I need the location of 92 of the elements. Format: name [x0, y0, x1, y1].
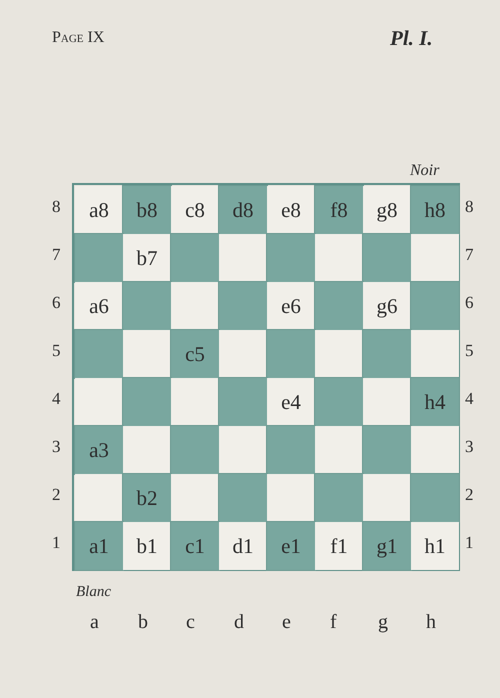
- board-square: [363, 378, 411, 426]
- board-square: [411, 234, 459, 282]
- board-square: b8: [123, 186, 171, 234]
- board-square: [219, 330, 267, 378]
- board-square: [219, 234, 267, 282]
- board-square: [411, 426, 459, 474]
- board-square: [171, 426, 219, 474]
- board-square: [267, 234, 315, 282]
- rank-number: 3: [465, 438, 474, 455]
- board-square: f8: [315, 186, 363, 234]
- board-square: [171, 234, 219, 282]
- board-square: [411, 474, 459, 522]
- board-square: a8: [75, 186, 123, 234]
- side-label: Blanc: [76, 585, 111, 600]
- board-square: h8: [411, 186, 459, 234]
- rank-number: 3: [52, 438, 60, 455]
- rank-number: 7: [465, 246, 474, 263]
- board-square: a3: [75, 426, 123, 474]
- board-square: [315, 234, 363, 282]
- board-square: [315, 282, 363, 330]
- board-square: h1: [411, 522, 459, 570]
- side-label: Noir: [410, 163, 440, 179]
- board-square: h4: [411, 378, 459, 426]
- board-square: [267, 474, 315, 522]
- board-square: e1: [267, 522, 315, 570]
- page-number: Page IX: [52, 30, 104, 46]
- rank-number: 6: [52, 294, 60, 311]
- board-square: c5: [171, 330, 219, 378]
- board-square: [171, 474, 219, 522]
- file-letter: c: [186, 612, 195, 632]
- board-square: [411, 282, 459, 330]
- rank-number: 1: [52, 534, 60, 551]
- board-square: [219, 378, 267, 426]
- file-letter: d: [234, 612, 244, 632]
- board-square: g8: [363, 186, 411, 234]
- rank-number: 6: [465, 294, 474, 311]
- board-square: d8: [219, 186, 267, 234]
- file-letter: g: [378, 612, 388, 632]
- board-square: [219, 282, 267, 330]
- file-letter: e: [282, 612, 291, 632]
- rank-number: 5: [52, 342, 60, 359]
- rank-number: 8: [52, 198, 60, 215]
- board-square: e6: [267, 282, 315, 330]
- board-square: [363, 426, 411, 474]
- board-square: [363, 330, 411, 378]
- file-letter: f: [330, 612, 337, 632]
- file-letter: h: [426, 612, 436, 632]
- board-square: [219, 474, 267, 522]
- board-square: [363, 474, 411, 522]
- board-square: d1: [219, 522, 267, 570]
- board-square: a1: [75, 522, 123, 570]
- rank-number: 5: [465, 342, 474, 359]
- board-square: g6: [363, 282, 411, 330]
- board-square: c8: [171, 186, 219, 234]
- board-square: [315, 330, 363, 378]
- file-letter: b: [138, 612, 148, 632]
- board-square: b1: [123, 522, 171, 570]
- rank-number: 8: [465, 198, 474, 215]
- board-square: b2: [123, 474, 171, 522]
- board-square: a6: [75, 282, 123, 330]
- board-square: b7: [123, 234, 171, 282]
- board-square: [363, 234, 411, 282]
- board-square: c1: [171, 522, 219, 570]
- board-square: [171, 282, 219, 330]
- board-square: [219, 426, 267, 474]
- board-square: [75, 330, 123, 378]
- rank-number: 4: [52, 390, 60, 407]
- board-square: [267, 330, 315, 378]
- board-square: [315, 426, 363, 474]
- board-square: [75, 234, 123, 282]
- board-square: [315, 474, 363, 522]
- board-square: [75, 474, 123, 522]
- board-square: [123, 282, 171, 330]
- file-letter: a: [90, 612, 99, 632]
- rank-number: 1: [465, 534, 474, 551]
- board-square: [267, 426, 315, 474]
- board-square: [123, 330, 171, 378]
- board-square: [315, 378, 363, 426]
- plate-number: Pl. I.: [390, 28, 433, 49]
- board-square: [411, 330, 459, 378]
- rank-number: 2: [52, 486, 60, 503]
- board-square: [123, 378, 171, 426]
- board-square: f1: [315, 522, 363, 570]
- board-square: [75, 378, 123, 426]
- board-square: e8: [267, 186, 315, 234]
- board-square: e4: [267, 378, 315, 426]
- rank-number: 7: [52, 246, 60, 263]
- rank-number: 2: [465, 486, 474, 503]
- board-square: [171, 378, 219, 426]
- board-square: g1: [363, 522, 411, 570]
- rank-number: 4: [465, 390, 474, 407]
- board-square: [123, 426, 171, 474]
